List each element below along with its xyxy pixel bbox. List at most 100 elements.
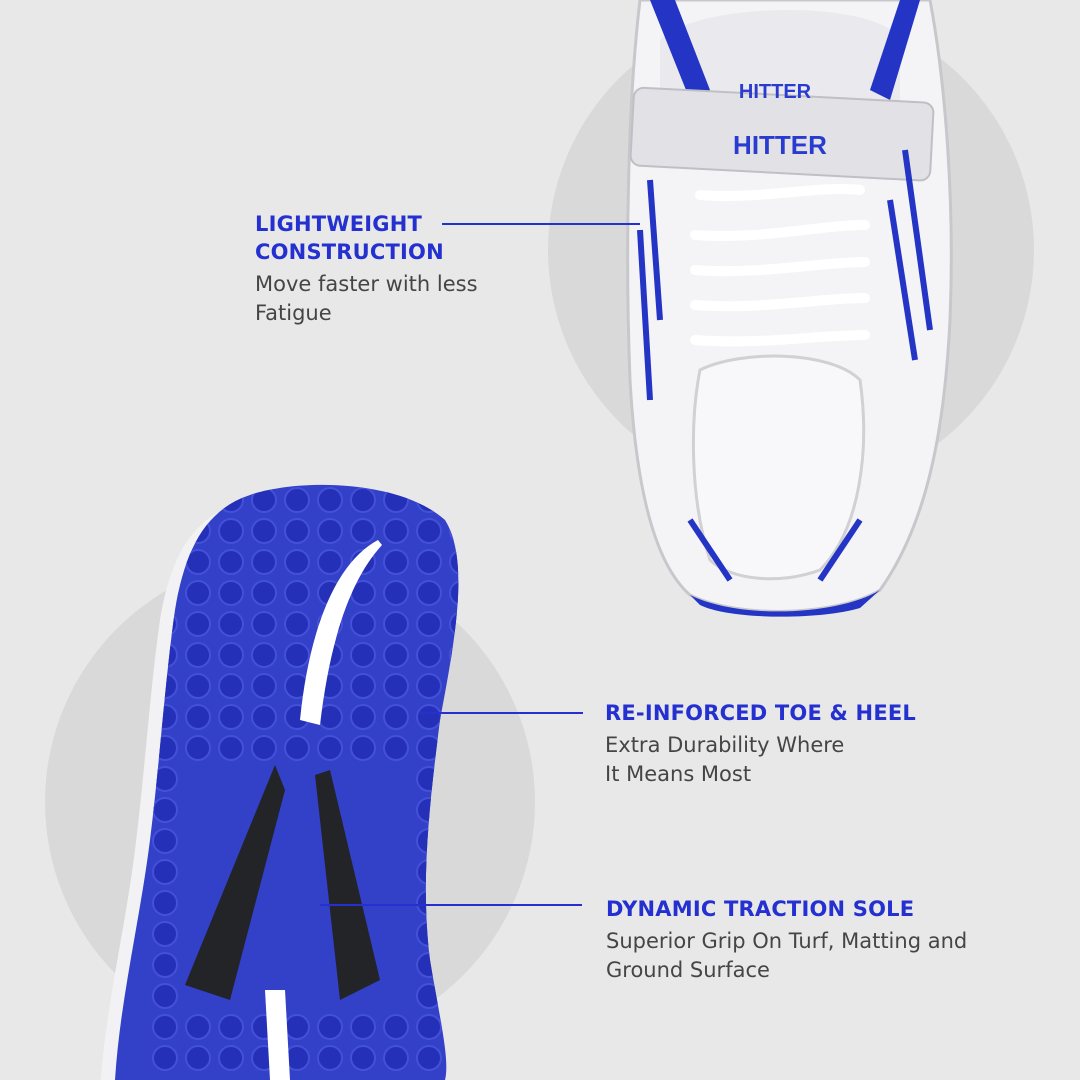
sole-stud xyxy=(218,487,244,513)
sole-stud xyxy=(383,549,409,575)
sole-stud xyxy=(449,890,459,916)
sole-stud xyxy=(284,642,310,668)
sole-stud xyxy=(449,921,459,947)
sole-stud xyxy=(449,1045,459,1071)
sole-stud xyxy=(449,487,459,513)
desc-line: Extra Durability Where xyxy=(605,733,845,757)
sole-stud xyxy=(449,580,459,606)
sole-stud xyxy=(218,611,244,637)
sole-stud xyxy=(383,611,409,637)
sole-stud xyxy=(449,642,459,668)
sole-stud xyxy=(251,673,277,699)
sole-stud xyxy=(449,952,459,978)
sole-stud xyxy=(152,921,178,947)
sole-stud xyxy=(383,704,409,730)
sole-stud xyxy=(251,611,277,637)
sole-stud xyxy=(152,828,178,854)
sole-stud xyxy=(383,487,409,513)
sole-stud xyxy=(383,735,409,761)
sole-stud xyxy=(449,549,459,575)
sole-stud xyxy=(185,704,211,730)
sole-stud xyxy=(284,549,310,575)
sole-stud xyxy=(416,983,442,1009)
sole-stud xyxy=(449,983,459,1009)
sole-stud xyxy=(383,518,409,544)
title-line: RE-INFORCED TOE & HEEL xyxy=(605,701,916,725)
sole-stud xyxy=(449,1014,459,1040)
sole-stud xyxy=(284,487,310,513)
sole-stud xyxy=(383,642,409,668)
title-line: CONSTRUCTION xyxy=(255,240,444,264)
sole-stud xyxy=(416,735,442,761)
sole-stud xyxy=(251,487,277,513)
sole-stud xyxy=(251,549,277,575)
sole-stud xyxy=(185,1045,211,1071)
sole-stud xyxy=(350,1014,376,1040)
brand-logo-strap: HITTER xyxy=(733,130,827,160)
feature-toe-heel: RE-INFORCED TOE & HEEL Extra Durability … xyxy=(605,699,916,789)
sole-stud xyxy=(284,735,310,761)
sole-stud xyxy=(449,828,459,854)
sole-stud xyxy=(218,704,244,730)
sole-stud xyxy=(350,704,376,730)
sole-stud xyxy=(449,797,459,823)
sole-stud xyxy=(350,487,376,513)
sole-stud xyxy=(185,673,211,699)
sole-stud xyxy=(317,487,343,513)
sole-stud xyxy=(350,673,376,699)
sole-stud xyxy=(416,549,442,575)
sole-stud xyxy=(251,735,277,761)
sole-stud xyxy=(416,704,442,730)
sole-stud xyxy=(185,611,211,637)
sole-stud xyxy=(152,797,178,823)
desc-line: Ground Surface xyxy=(606,958,770,982)
sole-stud xyxy=(350,642,376,668)
sole-stud xyxy=(416,611,442,637)
sole-stud xyxy=(251,580,277,606)
sole-stud xyxy=(218,1014,244,1040)
sole-stud xyxy=(218,518,244,544)
sole-stud xyxy=(185,1014,211,1040)
sole-stud xyxy=(251,518,277,544)
sole-stud xyxy=(416,766,442,792)
sole-stud xyxy=(449,735,459,761)
sole-stud xyxy=(416,890,442,916)
sole-stud xyxy=(218,580,244,606)
sole-stud xyxy=(152,952,178,978)
sole-stud xyxy=(317,1045,343,1071)
sole-stud xyxy=(284,1014,310,1040)
sole-stud xyxy=(383,1014,409,1040)
sole-stud xyxy=(383,673,409,699)
sole-stud xyxy=(416,518,442,544)
callout-line-toe-heel xyxy=(420,712,583,714)
shoe-top-view: HITTER HITTER xyxy=(626,0,953,617)
sole-stud xyxy=(350,518,376,544)
sole-stud xyxy=(416,797,442,823)
sole-stud xyxy=(284,580,310,606)
sole-stud xyxy=(152,1014,178,1040)
sole-stud xyxy=(416,952,442,978)
sole-stud xyxy=(185,580,211,606)
brand-logo-tongue: HITTER xyxy=(739,81,812,103)
sole-stud xyxy=(383,1045,409,1071)
sole-stud xyxy=(185,642,211,668)
feature-traction: DYNAMIC TRACTION SOLE Superior Grip On T… xyxy=(606,895,967,985)
sole-stud xyxy=(317,518,343,544)
sole-stud xyxy=(152,983,178,1009)
desc-line: Move faster with less xyxy=(255,272,478,296)
sole-stud xyxy=(218,549,244,575)
sole-stud xyxy=(449,704,459,730)
desc-line: Superior Grip On Turf, Matting and xyxy=(606,929,968,953)
sole-stud xyxy=(449,518,459,544)
desc-line: Fatigue xyxy=(255,301,332,325)
sole-stud xyxy=(449,611,459,637)
sole-stud xyxy=(317,549,343,575)
sole-stud xyxy=(218,1045,244,1071)
shoe-sole-view xyxy=(100,484,459,1080)
sole-stud xyxy=(152,487,178,513)
sole-stud xyxy=(284,518,310,544)
